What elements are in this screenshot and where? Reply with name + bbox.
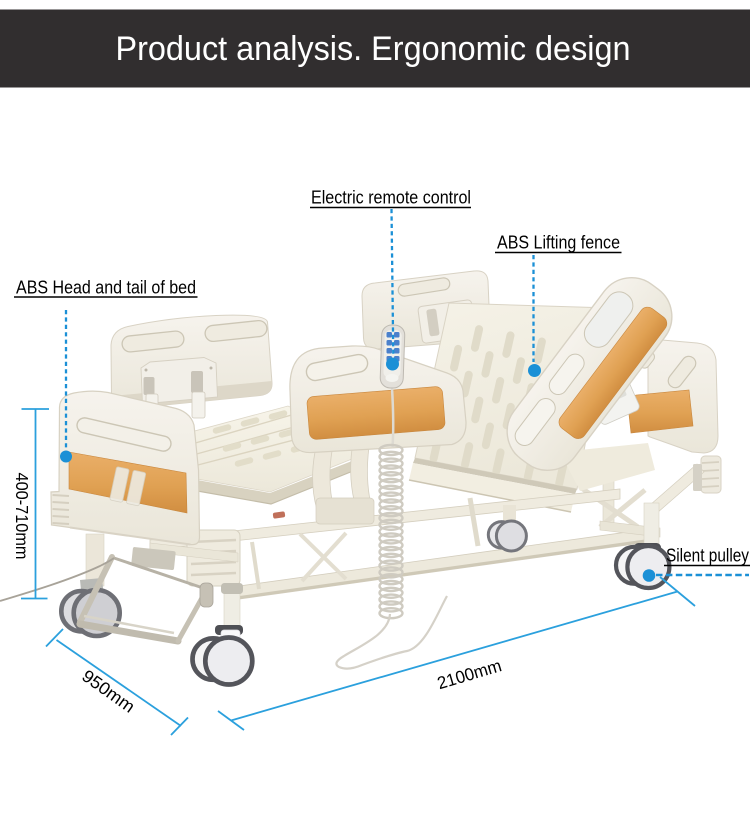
svg-text:Silent pulley: Silent pulley [666, 546, 749, 566]
svg-text:400-710mm: 400-710mm [12, 473, 32, 560]
svg-text:ABS Lifting fence: ABS Lifting fence [497, 233, 620, 253]
svg-text:Electric remote control: Electric remote control [311, 188, 471, 208]
svg-text:ABS Head and tail of bed: ABS Head and tail of bed [16, 278, 196, 298]
svg-text:Product analysis. Ergonomic de: Product analysis. Ergonomic design [116, 30, 631, 68]
svg-text:2100mm: 2100mm [435, 655, 504, 693]
